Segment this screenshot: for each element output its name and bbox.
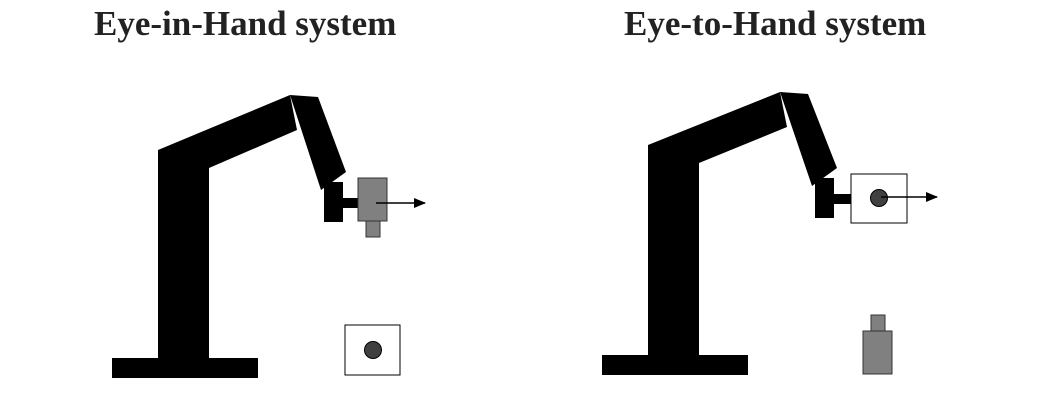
robot-base xyxy=(112,358,258,378)
camera-body xyxy=(357,177,388,222)
target-icon xyxy=(344,324,401,376)
robot-wrist xyxy=(324,182,343,222)
robot-column xyxy=(158,150,209,362)
camera-icon xyxy=(862,314,893,375)
robot-forearm xyxy=(290,95,346,190)
target-dot xyxy=(364,341,382,359)
robot-forearm xyxy=(780,92,837,186)
robot-wrist-link xyxy=(832,194,851,204)
robot-arm-icon xyxy=(112,95,359,378)
robot-wrist xyxy=(815,178,834,218)
eye-to-hand-panel xyxy=(602,92,938,375)
target-icon xyxy=(850,173,908,224)
robot-wrist-link xyxy=(341,198,359,208)
camera-icon xyxy=(357,177,388,238)
robot-base xyxy=(602,355,748,375)
camera-lens xyxy=(870,314,886,332)
robot-arm-icon xyxy=(602,92,851,375)
camera-lens xyxy=(365,220,381,238)
robot-column xyxy=(648,145,699,359)
target-dot xyxy=(870,189,888,207)
camera-body xyxy=(862,330,893,375)
eye-in-hand-panel xyxy=(112,95,426,378)
robot-upper-arm xyxy=(648,92,787,163)
panel-title-eye-in-hand: Eye-in-Hand system xyxy=(94,4,397,43)
robot-upper-arm xyxy=(158,95,297,168)
panel-title-eye-to-hand: Eye-to-Hand system xyxy=(624,4,927,43)
